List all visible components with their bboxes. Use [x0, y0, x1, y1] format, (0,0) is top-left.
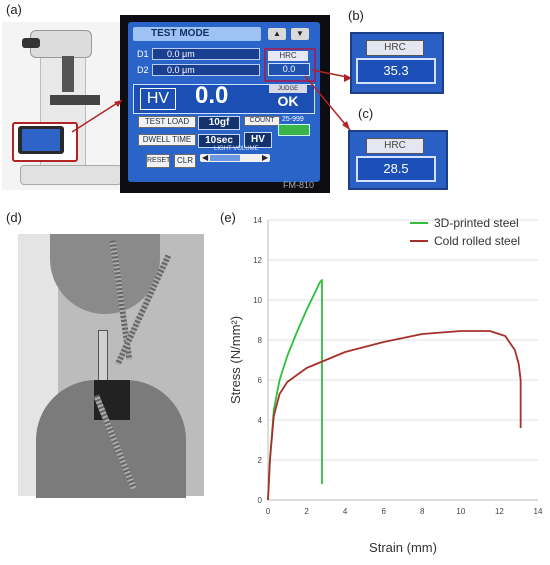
hrc-button[interactable]: HRC [268, 51, 308, 61]
stage-table [50, 95, 100, 105]
series-lines [267, 279, 522, 501]
panel-label-d: (d) [6, 210, 22, 225]
dwell-time-label: DWELL TIME [138, 134, 196, 146]
microscope-head [30, 30, 92, 58]
panel-label-e: (e) [220, 210, 236, 225]
panel-label-a: (a) [6, 2, 22, 17]
x-tick-2: 4 [343, 507, 348, 516]
test-specimen [98, 330, 108, 382]
y-tick-7: 14 [253, 216, 262, 225]
y-tick-2: 4 [258, 416, 263, 425]
inset-c-value: 28.5 [356, 156, 436, 182]
stress-strain-chart: 0 2 4 6 8 10 12 14 0 2 4 6 8 10 12 14 3D-printed steelC… [228, 216, 543, 555]
panel-label-c: (c) [358, 106, 374, 121]
slider-left-icon[interactable]: ◀ [202, 153, 209, 162]
y-tick-3: 6 [258, 376, 263, 385]
y-axis-label: Stress (N/mm²) [228, 316, 243, 404]
screen-title: TEST MODE [133, 27, 261, 41]
objective-lens [62, 56, 74, 92]
x-tick-0: 0 [266, 507, 271, 516]
legend-label-1: Cold rolled steel [434, 234, 520, 248]
y-tick-1: 2 [258, 456, 263, 465]
inset-b-value: 35.3 [356, 58, 436, 84]
arrow-a-head [114, 100, 122, 107]
model-label: FM-810 [283, 180, 315, 190]
y-tick-6: 12 [253, 256, 262, 265]
series-line-0 [267, 279, 323, 501]
hv-button[interactable]: HV [244, 132, 272, 148]
d1-label: D1 [137, 49, 149, 59]
x-tick-6: 12 [495, 507, 504, 516]
judge-label: JUDGE [269, 85, 307, 93]
hv-unit-label: HV [140, 88, 176, 110]
tablet-screen [22, 129, 60, 151]
panel-label-b: (b) [348, 8, 364, 23]
dwell-time-button[interactable]: 10sec [198, 134, 240, 148]
count-toggle[interactable] [278, 124, 310, 136]
tick-labels: 0 2 4 6 8 10 12 14 0 2 4 6 8 10 12 14 [253, 216, 543, 516]
ok-indicator: OK [277, 93, 299, 109]
test-load-button[interactable]: 10gf [198, 116, 240, 130]
light-volume-label: LIGHT VOLUME [214, 146, 259, 152]
arrow-b-head [344, 74, 352, 82]
down-arrow-icon[interactable]: ▼ [291, 28, 309, 40]
axes [267, 220, 538, 501]
legend-label-0: 3D-printed steel [434, 216, 519, 230]
eyepiece [22, 38, 40, 48]
y-tick-5: 10 [253, 296, 262, 305]
gridlines [268, 219, 538, 461]
slider-fill [210, 155, 240, 161]
hv-readout: 0.0 [195, 82, 229, 109]
arrow-c-head [342, 121, 350, 130]
x-tick-1: 2 [304, 507, 309, 516]
reset-button[interactable]: RESET [146, 154, 170, 168]
arrow-a [71, 99, 123, 133]
x-tick-5: 10 [456, 507, 465, 516]
count-label: COUNT [244, 116, 280, 126]
y-tick-0: 0 [258, 496, 263, 505]
clr-button[interactable]: CLR [174, 154, 196, 168]
x-tick-7: 14 [534, 507, 543, 516]
hrc-readout: 0.0 [268, 63, 310, 76]
inset-b-tag: HRC [366, 40, 424, 56]
x-axis-label: Strain (mm) [369, 540, 437, 555]
y-tick-4: 8 [258, 336, 263, 345]
d1-value: 0.0 μm [152, 48, 260, 60]
test-load-label: TEST LOAD [138, 116, 196, 128]
up-arrow-icon[interactable]: ▲ [268, 28, 286, 40]
slider-right-icon[interactable]: ▶ [262, 153, 269, 162]
x-tick-3: 6 [381, 507, 386, 516]
series-line-1 [267, 330, 522, 501]
count-range: 25-999 [282, 116, 304, 123]
inset-c-tag: HRC [366, 138, 424, 154]
arrow-c [304, 75, 351, 131]
d2-value: 0.0 μm [152, 64, 260, 76]
x-tick-4: 8 [420, 507, 425, 516]
d2-label: D2 [137, 65, 149, 75]
